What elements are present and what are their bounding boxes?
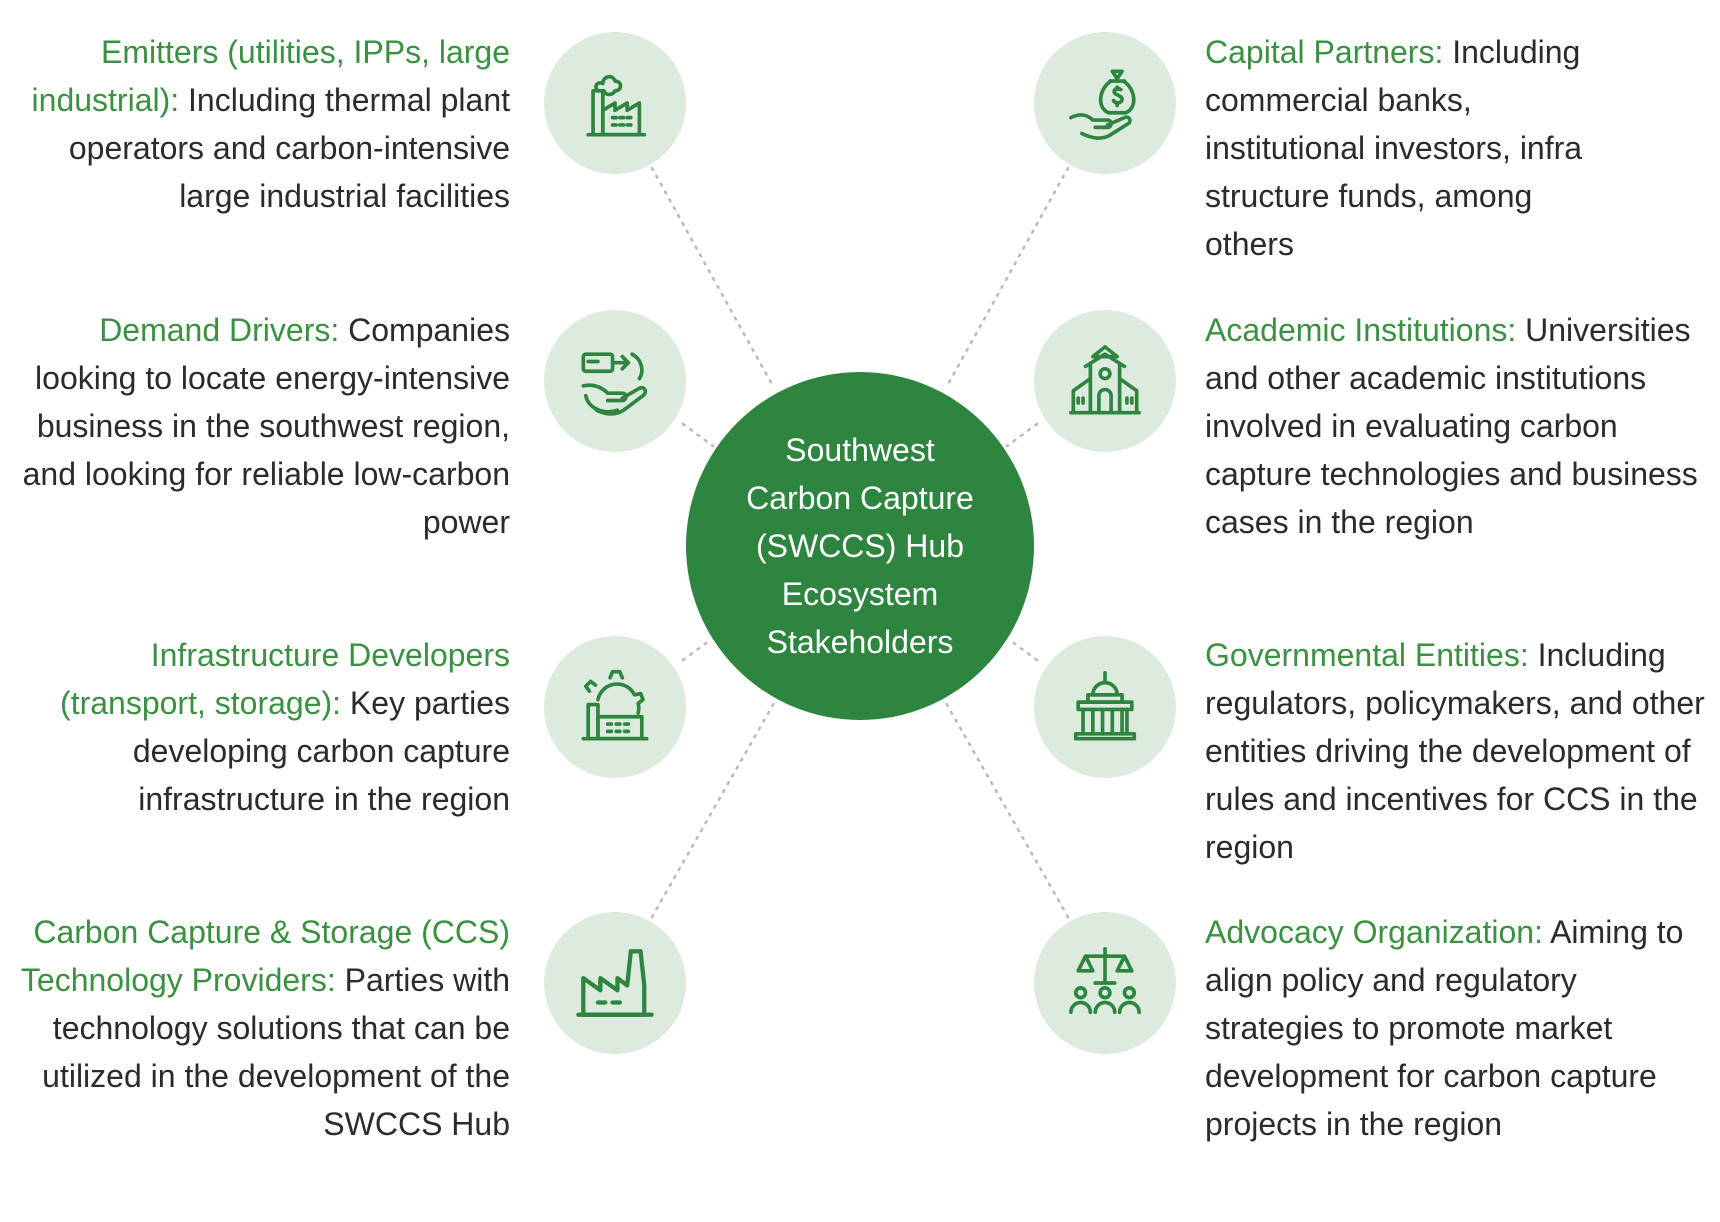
infra-title: Infrastructure Developers (transport, st… [60, 637, 510, 721]
hand-card-icon [581, 352, 648, 416]
capital-text: Capital Partners: Including commercial b… [1205, 28, 1625, 268]
infra-desc: Key parties developing carbon capture in… [132, 685, 510, 817]
capital-desc: Including commercial banks, institutiona… [1205, 34, 1583, 262]
connector-emitters [650, 166, 776, 390]
academic-icon-circle [1034, 310, 1176, 452]
emitters-text: Emitters (utilities, IPPs, large industr… [20, 28, 510, 220]
advocacy-icon-circle [1034, 912, 1176, 1054]
factory-smoke-icon [586, 74, 647, 137]
capital-title: Capital Partners: [1205, 34, 1444, 70]
connector-demand [681, 422, 715, 448]
infra-icon-circle [544, 636, 686, 778]
connector-capital [944, 166, 1070, 390]
hub-circle: Southwest Carbon Capture (SWCCS) Hub Eco… [686, 372, 1034, 720]
demand-title: Demand Drivers: [99, 312, 340, 348]
school-building-icon [1069, 345, 1141, 415]
ccs-desc: Parties with technology solutions that c… [42, 962, 510, 1142]
scales-people-icon [1069, 947, 1141, 1015]
capital-icon-circle [1034, 32, 1176, 174]
demand-text: Demand Drivers: Companies looking to loc… [10, 306, 510, 546]
academic-desc: Universities and other academic institut… [1205, 312, 1698, 540]
ccs-icon-circle [544, 912, 686, 1054]
advocacy-desc: Aiming to align policy and regulatory st… [1205, 914, 1684, 1142]
infra-text: Infrastructure Developers (transport, st… [0, 631, 510, 823]
connector-academic [1005, 422, 1039, 448]
academic-title: Academic Institutions: [1205, 312, 1517, 348]
gov-icon-circle [1034, 636, 1176, 778]
demand-icon-circle [544, 310, 686, 452]
academic-text: Academic Institutions: Universities and … [1205, 306, 1705, 546]
ccs-title: Carbon Capture & Storage (CCS) Technolog… [20, 914, 510, 998]
gov-desc: Including regulators, policymakers, and … [1205, 637, 1705, 865]
hub-title: Southwest Carbon Capture (SWCCS) Hub Eco… [746, 432, 974, 660]
money-bag-hand-icon [1069, 69, 1136, 140]
advocacy-text: Advocacy Organization: Aiming to align p… [1205, 908, 1705, 1148]
gear-factory-icon [581, 669, 649, 741]
ccs-text: Carbon Capture & Storage (CCS) Technolog… [10, 908, 510, 1148]
capitol-icon [1073, 671, 1137, 741]
emitters-desc: Including thermal plant operators and ca… [68, 82, 510, 214]
connector-infra [681, 639, 711, 662]
emitters-title: Emitters (utilities, IPPs, large industr… [31, 34, 510, 118]
demand-desc: Companies looking to locate energy-inten… [22, 312, 510, 540]
gov-text: Governmental Entities: Including regulat… [1205, 631, 1717, 871]
gov-title: Governmental Entities: [1205, 637, 1529, 673]
factory-icon [576, 949, 654, 1017]
advocacy-title: Advocacy Organization: [1205, 914, 1543, 950]
emitters-icon-circle [544, 32, 686, 174]
connector-gov [1009, 639, 1039, 662]
